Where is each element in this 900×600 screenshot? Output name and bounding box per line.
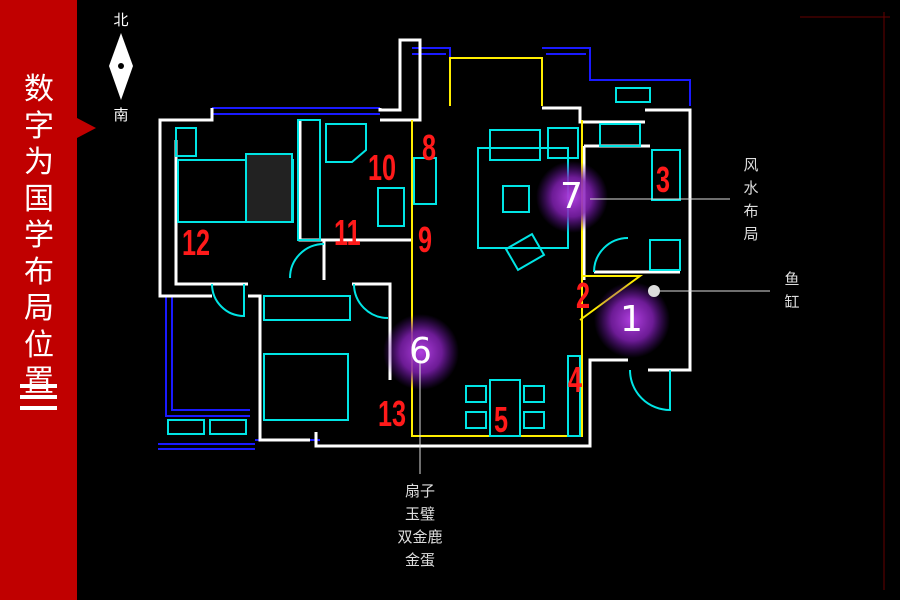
room-number-2: 2 xyxy=(576,275,591,316)
wardrobe xyxy=(297,119,321,241)
wardrobe-2 xyxy=(263,295,351,321)
room-number-5: 5 xyxy=(494,399,509,440)
fengshui-label: 风水布局 xyxy=(743,156,759,243)
room-number-8: 8 xyxy=(422,127,437,168)
fish-tank-marker xyxy=(648,285,660,297)
sink xyxy=(377,187,405,227)
sidebar-pointer xyxy=(77,118,96,138)
kitchen-sink xyxy=(599,123,641,147)
three-bars-icon[interactable] xyxy=(20,384,57,417)
armchair xyxy=(504,232,546,272)
items-label: 扇子玉璧双金鹿金蛋 xyxy=(397,482,443,569)
room-number-10: 10 xyxy=(368,147,397,188)
sofa xyxy=(489,129,541,161)
toilet xyxy=(413,157,437,205)
dining-table xyxy=(489,379,521,437)
room-number-1: 1 xyxy=(620,299,643,340)
bed-2 xyxy=(263,353,349,421)
room-number-3: 3 xyxy=(656,159,671,200)
plant xyxy=(547,127,579,159)
title-char: 布 xyxy=(24,254,54,290)
title-char: 字 xyxy=(24,108,54,144)
room-number-7: 7 xyxy=(560,176,583,217)
fish-tank-label: 鱼缸 xyxy=(784,270,800,311)
compass-north: 北 xyxy=(113,11,129,29)
sidebar xyxy=(0,0,77,600)
coffee-table xyxy=(502,185,530,213)
room-number-13: 13 xyxy=(378,393,407,434)
title-char: 学 xyxy=(24,218,54,253)
room-number-12: 12 xyxy=(182,222,211,263)
callout-lines xyxy=(419,198,770,474)
title-char: 国 xyxy=(24,181,54,217)
vertical-title: 数 字 为 国 学 布 局 位 置 xyxy=(20,72,58,401)
glow-7 xyxy=(536,161,608,233)
fridge xyxy=(649,239,681,271)
room-number-11: 11 xyxy=(334,212,361,253)
title-char: 为 xyxy=(24,145,54,180)
title-char: 局 xyxy=(24,291,54,326)
room-number-9: 9 xyxy=(418,219,433,260)
room-number-4: 4 xyxy=(568,359,583,400)
compass-south: 南 xyxy=(113,106,129,124)
glow-6 xyxy=(383,314,459,390)
furniture xyxy=(167,87,681,437)
glow-1 xyxy=(594,282,670,358)
title-char: 数 xyxy=(24,72,54,107)
stove xyxy=(651,149,681,201)
title-char: 位 xyxy=(24,327,54,363)
room-number-6: 6 xyxy=(409,331,432,372)
shower xyxy=(325,123,367,163)
title-char: 置 xyxy=(24,364,54,399)
